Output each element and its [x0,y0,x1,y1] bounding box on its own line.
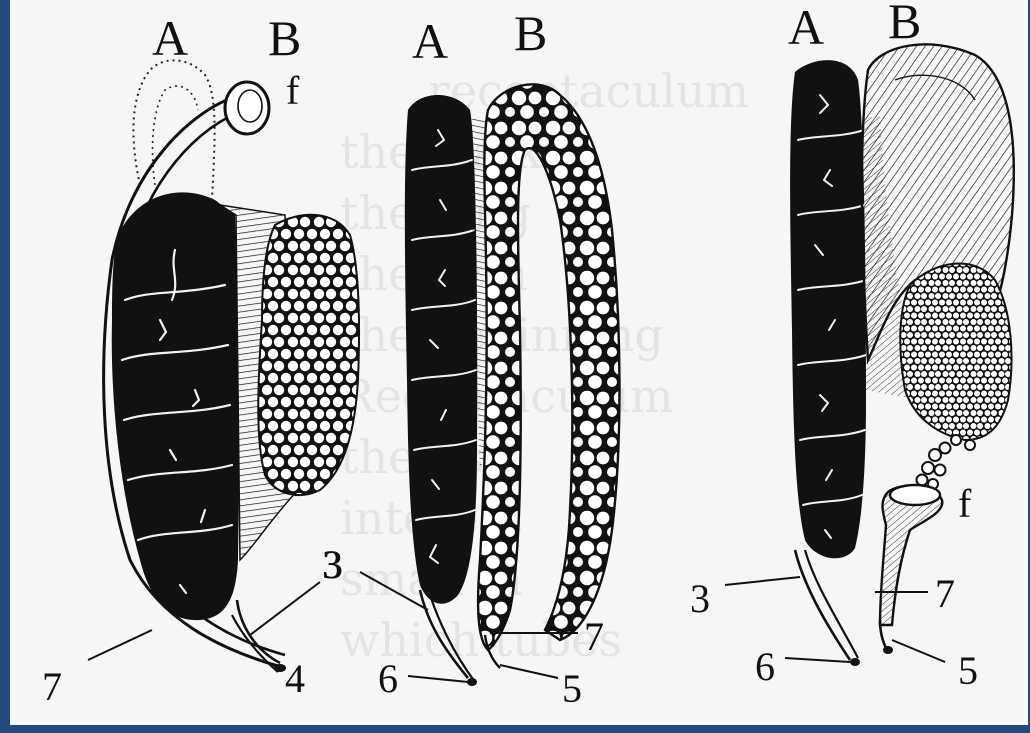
label-7: 7 [584,614,604,659]
leader-6 [408,676,468,682]
figure-1: A B f 3 4 7 [42,10,359,709]
funnel-opening [890,485,940,505]
label-a: A [788,0,824,55]
duct-6 [805,550,858,658]
leader-3 [250,582,320,635]
leader-7 [88,630,152,660]
label-6: 6 [378,656,398,701]
label-7: 7 [935,571,955,616]
label-b: B [268,10,301,66]
scanned-page: recoptaculum the stalk in the long the o… [10,0,1028,725]
label-7: 7 [42,664,62,709]
bubbly-organ-b [900,264,1011,440]
anatomical-diagram: A B f 3 4 7 [10,0,1028,725]
bubbly-organ-b [478,84,619,650]
duct-6 [430,595,475,682]
label-a: A [152,10,188,66]
funnel-f [880,486,942,625]
figure-2: A B 3 7 6 5 [322,5,620,711]
label-5: 5 [958,648,978,693]
label-a: A [412,13,448,69]
label-b: B [514,5,547,61]
label-f: f [286,68,300,113]
leader-6 [785,658,850,662]
duct-tip [467,678,477,686]
dotted-outline [133,60,214,200]
leader-5 [892,640,945,662]
label-3: 3 [322,542,342,587]
label-b: B [888,0,921,49]
dark-lobed-organ-a [405,95,477,604]
dark-lobed-organ-a [790,60,866,558]
leader-3 [360,572,428,610]
label-5: 5 [562,666,582,711]
label-f: f [958,481,972,526]
label-3: 3 [690,576,710,621]
leader-5 [500,665,558,678]
label-4: 4 [285,656,305,701]
duct-3 [795,550,850,660]
duct-tip-5 [883,646,893,654]
bubbly-organ-b [258,215,359,495]
figure-3: A B f 3 7 6 5 [690,0,1014,693]
leader-3 [725,577,800,585]
label-6: 6 [755,644,775,689]
duct-tip [850,658,860,666]
